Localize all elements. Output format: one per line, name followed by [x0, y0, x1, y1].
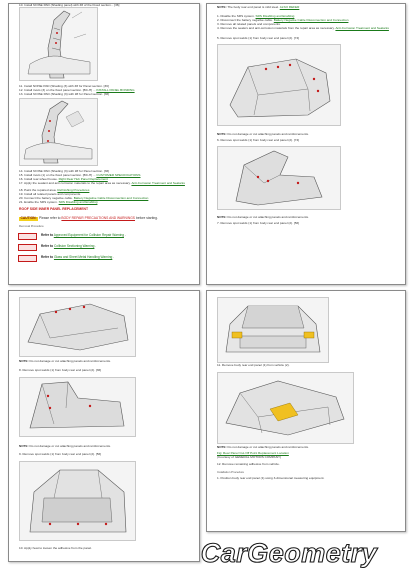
figure-rear-body-3: [19, 461, 136, 541]
svg-text:CarGeometry: CarGeometry: [201, 538, 379, 568]
step-5-text: 5. Remove spot welds (1) from body rear …: [217, 36, 300, 40]
also-refer-link[interactable]: ALSO REFER: [279, 5, 300, 9]
step-21-text: 21. Enable the SRS system. SRS Disabling…: [19, 200, 98, 204]
step-11-text: 11. Remove body rear end panel (1) from …: [217, 363, 290, 367]
rear-body-drawing-2: [20, 378, 135, 436]
caution-badge: CAUTION:: [19, 216, 39, 221]
note-1: NOTE: Do not damage or cut attaching pan…: [19, 359, 111, 363]
manual-page-rear-end-panel-welds: NOTE: Do not damage or cut attaching pan…: [8, 290, 200, 562]
figure-cut-off-location: [217, 372, 354, 444]
figure-link: Fig: Rear Panel Cut-Off Point Replacemen…: [217, 451, 289, 456]
collision-sectioning-link[interactable]: Collision Sectioning Warning: [53, 244, 95, 248]
srs-disable-link[interactable]: SRS Disabling and Enabling: [255, 14, 295, 18]
step-3-text: 3. Remove all related panels and compone…: [217, 22, 281, 26]
removal-procedure-label: Removal Procedure: [19, 224, 44, 228]
step-12-text: 12. Install rivets (3) on the fixed pane…: [19, 88, 135, 92]
rear-hub-panel-link[interactable]: Right Rear Hub Panel Replacement: [58, 177, 108, 181]
rear-panel-drawing-1: [218, 45, 340, 125]
cut-off-location-link[interactable]: Fig: Rear Panel Cut-Off Point Replacemen…: [217, 451, 289, 455]
step-19-text: 19. Install all related panels and compo…: [19, 192, 82, 196]
anti-corrosion-link-2[interactable]: Anti-Corrosion Treatment and Sealants: [335, 26, 389, 30]
rear-body-drawing-3: [20, 462, 135, 540]
step-17-text: 17. Apply the sealant and anti corrosion…: [19, 181, 185, 185]
pillar-drawing-1: [20, 8, 97, 80]
step-14-text: 14. Install NOISE PAD (Shading (3) with …: [19, 169, 110, 173]
step-10-text: 10. Apply heat to loosen the adhesive fr…: [19, 546, 92, 550]
refinishing-link[interactable]: Refinishing Procedures: [57, 188, 90, 192]
install-step-1-text: 1. Position body rear end panel (1) usin…: [217, 476, 325, 480]
approved-equipment-link[interactable]: Approved Equipment for Collision Repair …: [53, 233, 124, 237]
step-4-text: 4. Remove the sealers and anti-corrosion…: [217, 26, 389, 30]
cargeometry-logo: CarGeometry: [200, 537, 379, 568]
precautions-link[interactable]: BODY REPAIR PRECAUTIONS AND WARNINGS: [61, 216, 136, 220]
step-15-text: 15. Install rivets (1) on the fixed pane…: [19, 173, 141, 177]
installation-procedure-label: Installation Procedure: [217, 470, 245, 474]
note-mild-steel: NOTE: The body rear end panel is mild st…: [217, 5, 300, 9]
srs-link[interactable]: SRS Disabling and Enabling: [58, 200, 98, 204]
manual-page-roof-side-panel: 10. Install NOISE PAD (Shading panel) wi…: [8, 3, 200, 285]
battery-disconnect-link[interactable]: Battery Negative Cable Disconnection and…: [273, 18, 349, 22]
manual-page-rear-end-panel-install: 11. Remove body rear end panel (1) from …: [206, 290, 406, 532]
ref-1: Refer to Approved Equipment for Collisio…: [41, 233, 126, 237]
step-18-text: 18. Paint the repaired area. Refinishing…: [19, 188, 90, 192]
customer-specifications-link[interactable]: CUSTOMER SPECIFICATIONS: [96, 173, 141, 177]
warning-icon-3: [18, 255, 37, 262]
pillar-drawing-2: [20, 99, 97, 165]
note-1: NOTE: Do not damage or cut attaching pan…: [217, 445, 309, 449]
ref-3: Refer to Glass and Sheet Metal Handling …: [41, 255, 115, 259]
rear-body-drawing-1: [20, 298, 135, 356]
vehicle-rear-drawing: [218, 298, 328, 362]
caution-line: CAUTION: Please refer to BODY REPAIR PRE…: [19, 216, 158, 221]
figure-caption: (Courtesy of GENERAL MOTORS COMPANY): [217, 455, 282, 459]
step-13-text: 13. Install NOISE PAD (Shading (3) with …: [19, 92, 110, 96]
cut-off-drawing: [218, 373, 353, 443]
step-8-text: 8. Remove spot welds (1) from body rear …: [19, 368, 102, 372]
glass-sheet-metal-link[interactable]: Glass and Sheet Metal Handling Warning: [53, 255, 113, 259]
step-20-text: 20. Connect the battery negative cable. …: [19, 196, 149, 200]
note-2: NOTE: Do not damage or cut attaching pan…: [217, 132, 309, 136]
note-3: NOTE: Do not damage or cut attaching pan…: [217, 215, 309, 219]
cargeometry-watermark: CarGeometry: [184, 535, 394, 569]
step-2-text: 2. Disconnect the battery negative cable…: [217, 18, 349, 22]
step-6-text: 6. Remove spot welds (1) from body rear …: [217, 138, 300, 142]
figure-roof-pillar-2: [19, 98, 98, 166]
step-16-text: 16. Install rear wheel house. Right Rear…: [19, 177, 108, 181]
step-11-text: 11. Install NOISE PAD (Shading (3) with …: [19, 84, 109, 88]
step-12-text: 12. Remove remaining adhesive from vehic…: [217, 462, 280, 466]
manual-page-rear-end-panel-removal: NOTE: The body rear end panel is mild st…: [206, 3, 406, 285]
step-1-text: 1. Disable the SRS system. SRS Disabling…: [217, 14, 295, 18]
step-9-text: 9. Remove spot welds (1) from body rear …: [19, 452, 102, 456]
figure-rear-panel-welds-2: [217, 146, 341, 210]
section-heading: ROOF SIDE INNER PANEL REPLACEMENT: [19, 207, 89, 211]
rear-panel-drawing-2: [218, 147, 340, 209]
ref-2: Refer to Collision Sectioning Warning .: [41, 244, 97, 248]
step-10-text: 10. Install NOISE PAD (Shading panel) wi…: [19, 3, 120, 7]
battery-cable-link[interactable]: Battery Negative Cable Disconnection and…: [73, 196, 149, 200]
figure-roof-pillar-1: [19, 7, 98, 81]
anti-corrosion-link[interactable]: Anti-Corrosion Treatment and Sealants: [131, 181, 185, 185]
figure-rear-body-2: [19, 377, 136, 437]
warning-icon-2: [18, 244, 37, 251]
step-7-text: 7. Remove spot welds (1) from body rear …: [217, 221, 300, 225]
panel-bonding-link[interactable]: INSTALL PANEL BONDING: [96, 88, 135, 92]
figure-vehicle-rear-view: [217, 297, 329, 363]
note-2: NOTE: Do not damage or cut attaching pan…: [19, 444, 111, 448]
figure-rear-body-1: [19, 297, 136, 357]
warning-icon-1: [18, 233, 37, 240]
figure-rear-panel-welds-1: [217, 44, 341, 126]
